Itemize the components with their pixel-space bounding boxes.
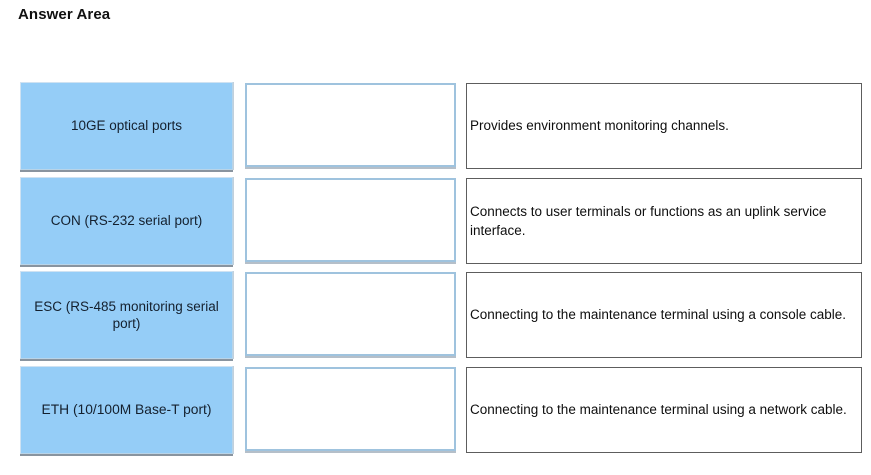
description-box-row-3: Connecting to the maintenance terminal u… <box>466 272 862 358</box>
drop-target-row-4[interactable] <box>245 367 456 451</box>
description-box-row-2: Connects to user terminals or functions … <box>466 178 862 264</box>
source-tile-label: ESC (RS-485 monitoring serial port) <box>34 298 219 331</box>
description-box-row-1: Provides environment monitoring channels… <box>466 83 862 169</box>
drop-target-row-1[interactable] <box>245 83 456 167</box>
source-tile-10ge-optical-ports[interactable]: 10GE optical ports <box>20 82 233 170</box>
description-text: Connecting to the maintenance terminal u… <box>470 402 847 418</box>
source-tile-label: CON (RS-232 serial port) <box>50 213 203 229</box>
source-tile-eth-10-100m-base-t-port[interactable]: ETH (10/100M Base-T port) <box>20 366 233 454</box>
description-box-row-4: Connecting to the maintenance terminal u… <box>466 367 862 453</box>
drop-target-row-2[interactable] <box>245 178 456 262</box>
source-tile-label: ETH (10/100M Base-T port) <box>41 402 212 418</box>
description-text: Provides environment monitoring channels… <box>470 118 729 134</box>
drop-target-row-3[interactable] <box>245 272 456 356</box>
description-text: Connecting to the maintenance terminal u… <box>470 307 846 323</box>
source-tile-label: 10GE optical ports <box>70 118 183 134</box>
description-text: Connects to user terminals or functions … <box>470 203 827 238</box>
source-tile-esc-rs485-monitoring-serial-port[interactable]: ESC (RS-485 monitoring serial port) <box>20 271 233 359</box>
source-tile-con-rs232-serial-port[interactable]: CON (RS-232 serial port) <box>20 177 233 265</box>
page-title: Answer Area <box>18 6 111 23</box>
